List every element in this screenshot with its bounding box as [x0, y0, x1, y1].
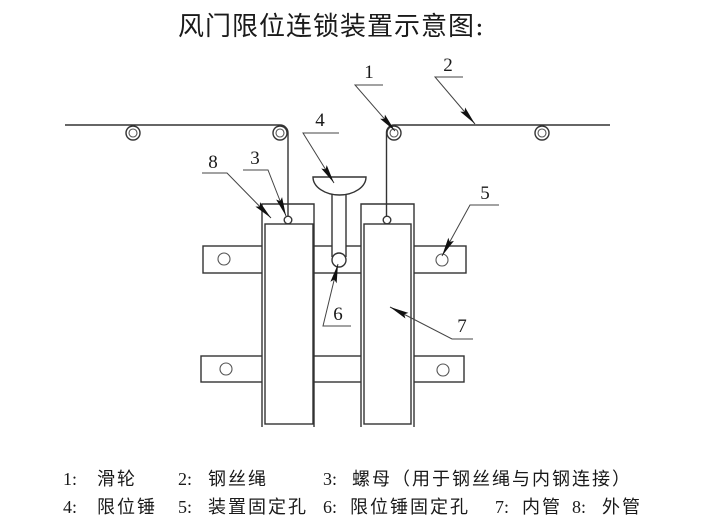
- callout-7-leader: [389, 306, 473, 340]
- legend-item-4-label: 限位锤: [97, 497, 157, 518]
- callout-8-arrowhead: [255, 202, 271, 218]
- legend-item-8-label: 外管: [602, 497, 642, 518]
- legend-item-5-label: 装置固定孔: [208, 497, 308, 518]
- legend-item-6-number: 6:: [323, 497, 337, 517]
- pulley-1: [125, 125, 141, 141]
- legend-item-3-number: 3:: [323, 469, 337, 489]
- legend-item-3-label: 螺母（用于钢丝绳与内钢连接）: [352, 469, 632, 490]
- legend-item-1-number: 1:: [63, 469, 77, 489]
- limit-weight-fixing-hole: [331, 252, 347, 268]
- nut-right: [382, 215, 392, 225]
- callout-3-number: 3: [250, 148, 260, 169]
- callout-3-leader: [243, 169, 287, 217]
- callout-3-arrowhead: [276, 197, 286, 216]
- callout-8: 8: [202, 152, 272, 219]
- callout-6-leader: [322, 263, 351, 327]
- callout-1-leader: [353, 84, 396, 132]
- limit-weight-bowl: [312, 176, 367, 196]
- callout-1: 1: [353, 62, 396, 132]
- legend-item-2-number: 2:: [178, 469, 192, 489]
- callout-4-number: 4: [315, 110, 325, 131]
- fixing-hole-lower-left: [219, 362, 233, 376]
- callout-1-number: 1: [364, 62, 374, 83]
- steel-wire-rope-right: [385, 124, 610, 216]
- callout-4-leader: [302, 132, 339, 184]
- legend-item-1-label: 滑轮: [97, 469, 137, 490]
- inner-tube-left: [264, 223, 314, 425]
- legend-row-1: 1: 滑轮 2: 钢丝绳 3: 螺母（用于钢丝绳与内钢连接）: [63, 469, 632, 490]
- legend-item-5-number: 5:: [178, 497, 192, 517]
- limit-weight: [312, 176, 367, 268]
- fixing-hole-upper-left: [217, 252, 231, 266]
- steel-wire-rope-left: [65, 124, 289, 216]
- callout-5-arrowhead: [442, 237, 454, 256]
- legend-item-7-label: 内管: [522, 497, 562, 518]
- lower-mounting-bar: [200, 355, 465, 383]
- callout-7-number: 7: [457, 316, 467, 337]
- fixing-hole-upper-right: [435, 253, 449, 267]
- callout-1-arrowhead: [380, 114, 395, 131]
- fixing-hole-lower-right: [436, 363, 450, 377]
- legend-item-4-number: 4:: [63, 497, 77, 517]
- pulley-4: [534, 125, 550, 141]
- legend: 1: 滑轮 2: 钢丝绳 3: 螺母（用于钢丝绳与内钢连接） 4: 限位锤 5:…: [63, 469, 642, 518]
- inner-tube-right: [363, 223, 412, 425]
- callout-4-arrowhead: [321, 165, 334, 183]
- callout-5-number: 5: [480, 183, 490, 204]
- callout-5: 5: [441, 183, 499, 257]
- legend-item-2-label: 钢丝绳: [208, 469, 268, 490]
- nut-left: [283, 215, 293, 225]
- callout-7: 7: [389, 306, 473, 340]
- pulley-2: [272, 125, 288, 141]
- callout-3: 3: [243, 148, 287, 217]
- callout-6-number: 6: [333, 304, 343, 325]
- callout-4: 4: [302, 110, 339, 184]
- legend-item-8-number: 8:: [572, 497, 586, 517]
- callout-7-arrowhead: [390, 307, 409, 319]
- callout-2: 2: [433, 55, 476, 125]
- callout-8-number: 8: [208, 152, 218, 173]
- diagram-title: 风门限位连锁装置示意图:: [178, 12, 485, 42]
- legend-item-7-number: 7:: [495, 497, 509, 517]
- callout-2-arrowhead: [460, 107, 475, 124]
- callout-8-leader: [202, 172, 272, 219]
- callout-6: 6: [322, 263, 351, 327]
- pulley-3: [386, 125, 402, 141]
- legend-row-2: 4: 限位锤 5: 装置固定孔 6: 限位锤固定孔 7: 内管 8: 外管: [63, 497, 642, 518]
- callout-2-number: 2: [443, 55, 453, 76]
- callout-6-arrowhead: [330, 264, 338, 284]
- legend-item-6-label: 限位锤固定孔: [350, 497, 470, 518]
- callout-5-leader: [441, 204, 499, 257]
- callout-2-leader: [433, 76, 476, 125]
